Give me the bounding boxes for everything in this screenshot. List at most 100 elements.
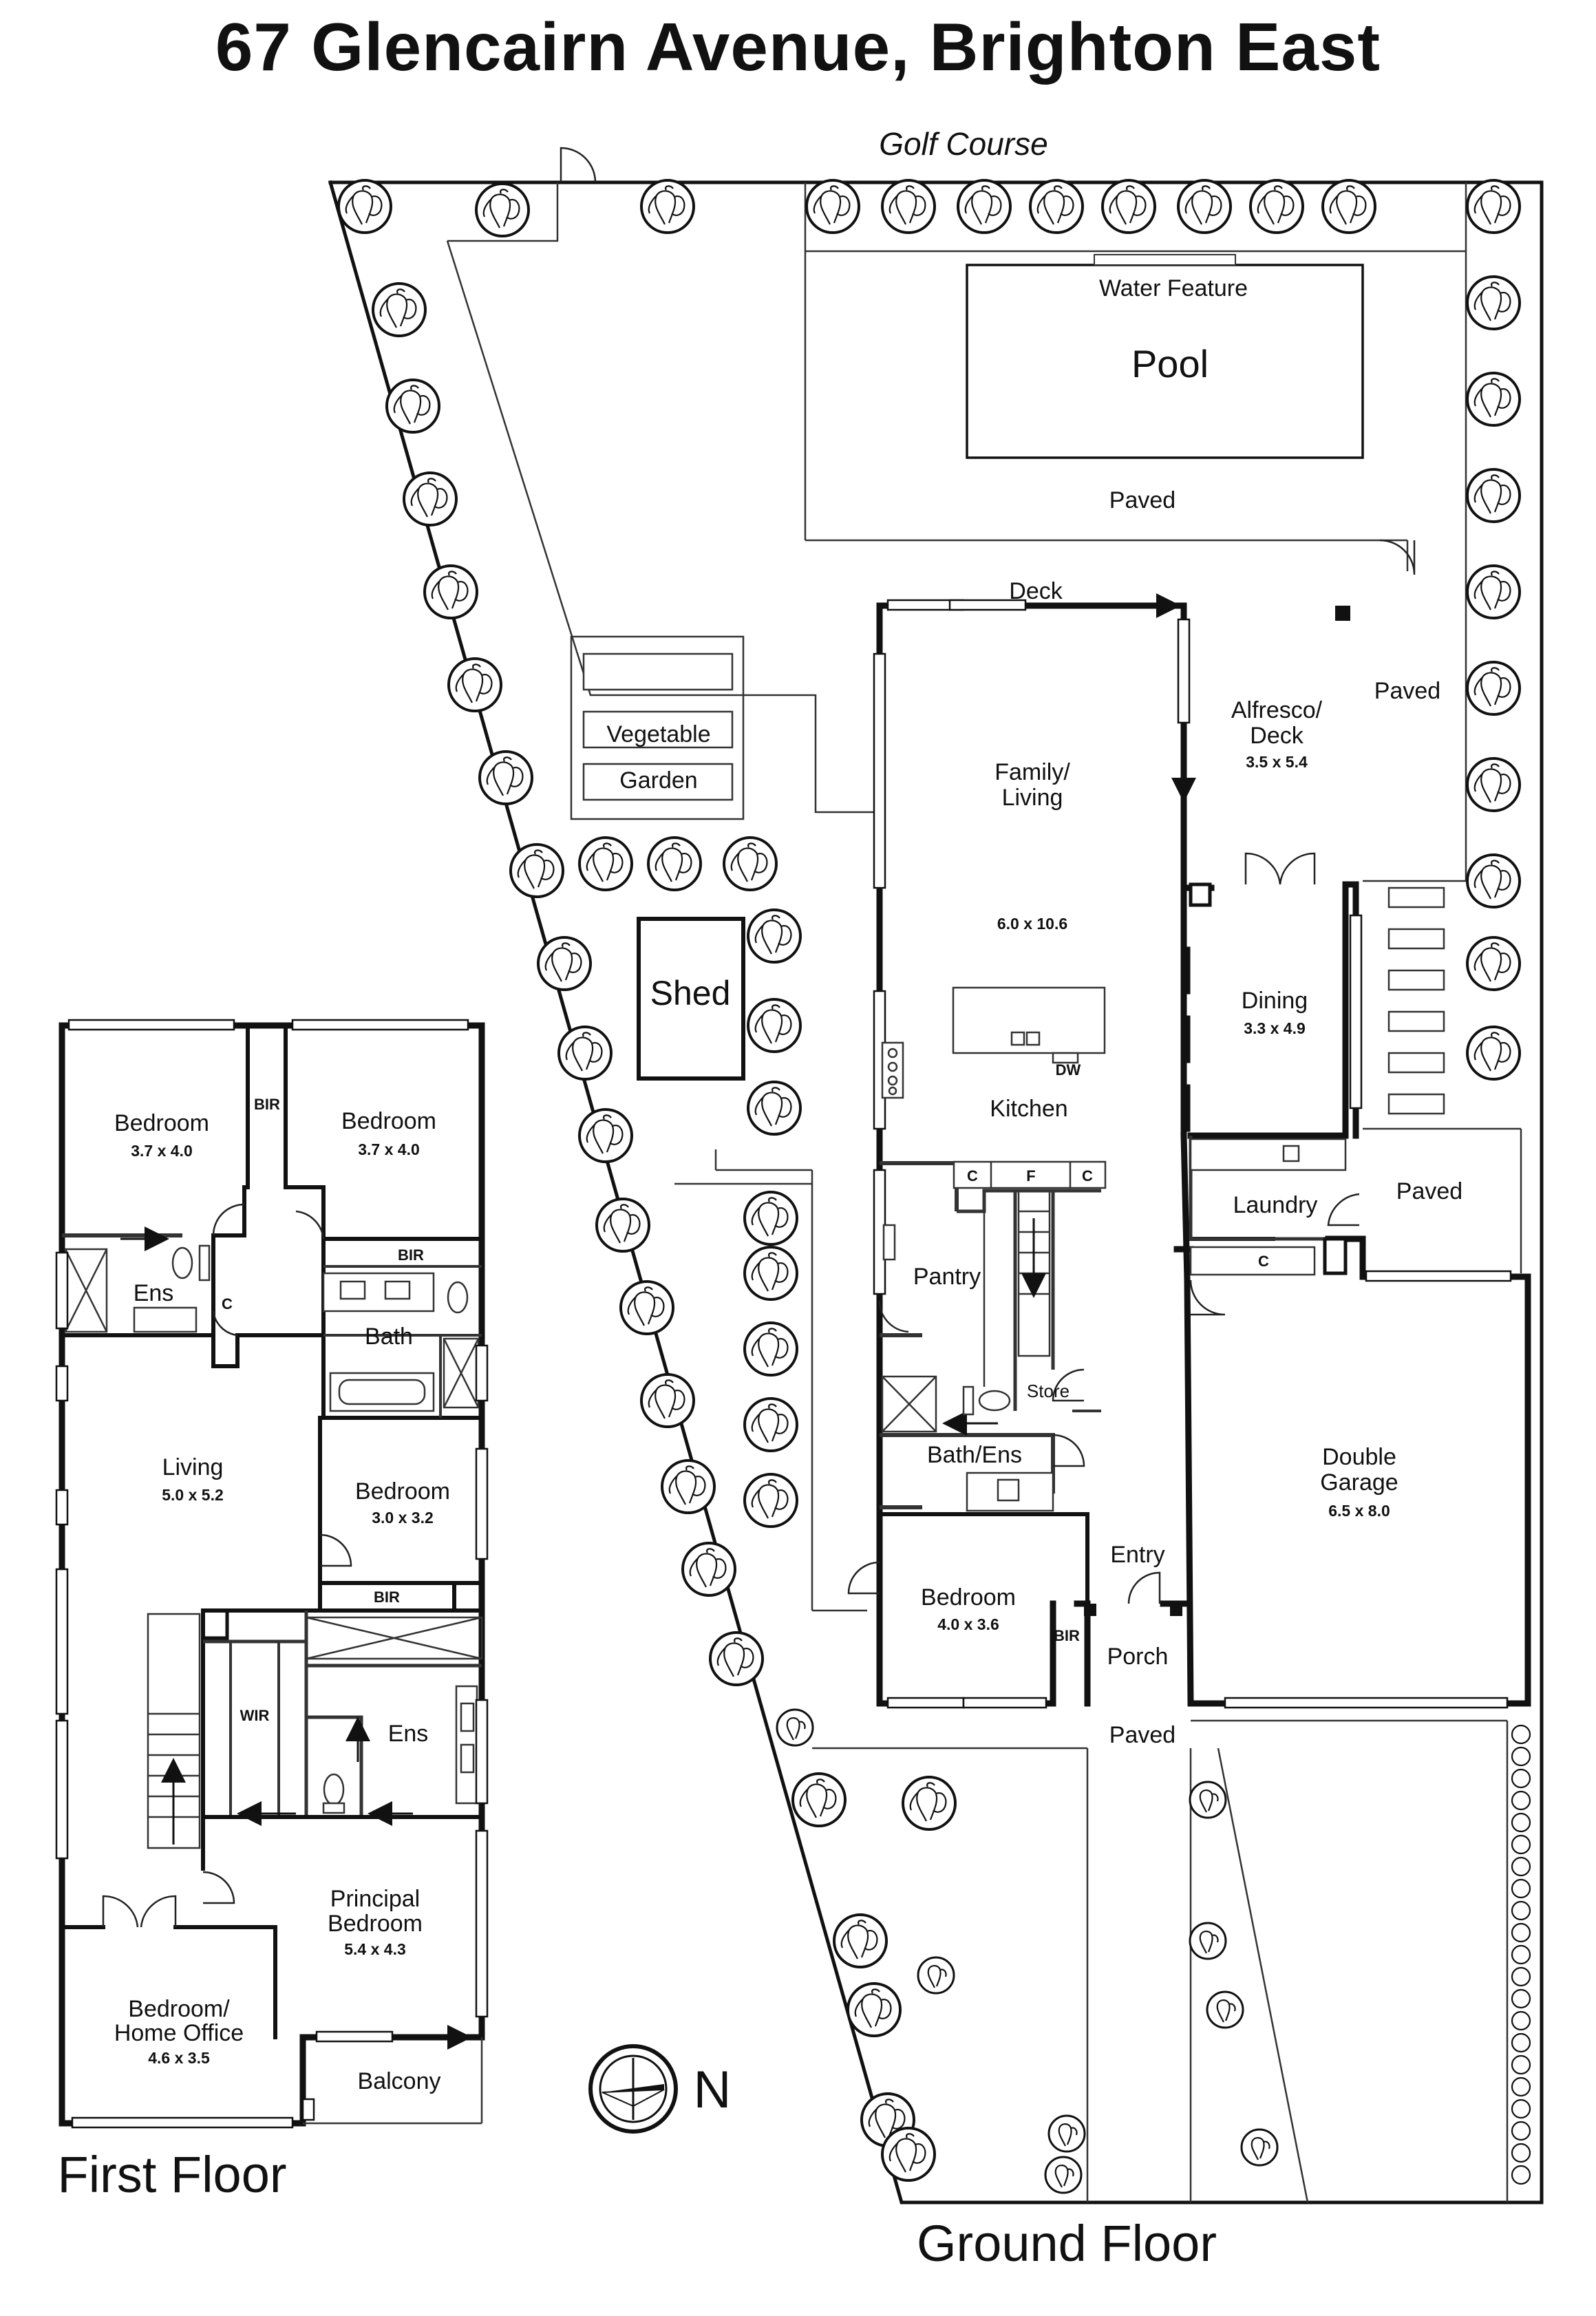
- tree-icon: [537, 936, 592, 991]
- ff-ens-name: Ens: [388, 1721, 429, 1747]
- tree-icon: [1321, 179, 1376, 234]
- tree-icon: [1189, 1922, 1227, 1960]
- tree-icon: [1466, 1026, 1521, 1081]
- tree-icon: [747, 909, 802, 964]
- hedge-shrub-icon: [1511, 1966, 1531, 1987]
- tree-icon: [640, 1373, 695, 1428]
- tree-icon: [1206, 1990, 1244, 2029]
- hedge-shrub-icon: [1511, 2121, 1531, 2141]
- tree-icon: [1466, 936, 1521, 991]
- hedge-shrub-icon: [1511, 2032, 1531, 2053]
- tree-icon: [385, 379, 440, 434]
- ff-bir-c-label: BIR: [374, 1589, 400, 1606]
- ff-office-dim: 4.6 x 3.5: [148, 2049, 210, 2067]
- tree-icon: [509, 843, 564, 898]
- tree-icon: [723, 836, 778, 891]
- hedge-shrub-icon: [1511, 1878, 1531, 1899]
- stairs-ground: [1017, 1189, 1051, 1357]
- vegetable-label: Vegetable: [606, 721, 710, 747]
- kitchen-f-label: F: [1026, 1167, 1035, 1184]
- hedge-shrub-icon: [1511, 1988, 1531, 2009]
- ground-bedroom-dim: 4.0 x 3.6: [937, 1615, 999, 1633]
- tree-icon: [403, 471, 458, 527]
- tree-icon: [619, 1280, 674, 1335]
- tree-icon: [557, 1026, 613, 1081]
- ff-ens-top-c: C: [222, 1295, 233, 1313]
- tree-icon: [372, 282, 427, 337]
- tree-icon: [1466, 853, 1521, 909]
- ff-balcony-name: Balcony: [358, 2068, 441, 2094]
- water-feature-shape: [1094, 254, 1236, 266]
- tree-icon: [1466, 564, 1521, 619]
- tree-icon: [578, 1108, 633, 1163]
- family-name-2: Living: [1002, 785, 1063, 811]
- laundry-name: Laundry: [1233, 1192, 1318, 1218]
- ground-bir-label: BIR: [1054, 1627, 1080, 1644]
- ff-bir-b-label: BIR: [398, 1246, 424, 1264]
- vegetable-garden: Vegetable Garden: [570, 635, 745, 820]
- garage-dim: 6.5 x 8.0: [1328, 1502, 1390, 1520]
- kitchen-c2-label: C: [1082, 1167, 1093, 1184]
- tree-icon: [743, 1191, 798, 1246]
- tree-icon: [1044, 2156, 1083, 2194]
- tree-icon: [447, 657, 502, 712]
- tree-icon: [902, 1776, 957, 1831]
- tree-icon: [1466, 372, 1521, 427]
- tree-icon: [791, 1772, 847, 1827]
- first-floor: Bedroom 3.7 x 4.0 BIR Bedroom 3.7 x 4.0 …: [55, 1019, 489, 2203]
- ff-office-name-2: Home Office: [114, 2020, 244, 2046]
- hedge-shrub-icon: [1511, 1922, 1531, 1943]
- tree-icon: [805, 179, 860, 234]
- ff-bedroom-c-dim: 3.0 x 3.2: [372, 1509, 434, 1527]
- tree-icon: [1466, 179, 1521, 234]
- kitchen-c1-label: C: [967, 1167, 978, 1184]
- hedge-shrub-icon: [1511, 2010, 1531, 2031]
- tree-icon: [743, 1321, 798, 1377]
- hedge-shrub-icon: [1511, 1944, 1531, 1965]
- tree-icon: [647, 836, 702, 891]
- hedge-shrub-icon: [1511, 2099, 1531, 2119]
- hedge-shrub-icon: [1511, 1812, 1531, 1833]
- paved-front-label: Paved: [1109, 1722, 1175, 1748]
- family-name-1: Family/: [994, 759, 1070, 785]
- tree-icon: [776, 1708, 814, 1747]
- golf-course-label: Golf Course: [879, 126, 1047, 162]
- garage-name-1: Double: [1322, 1444, 1396, 1470]
- ff-bedroom-c-name: Bedroom: [355, 1478, 450, 1505]
- tree-icon: [475, 182, 530, 237]
- ff-bedroom-a-name: Bedroom: [114, 1110, 209, 1136]
- deck-label: Deck: [1009, 578, 1063, 604]
- water-feature-label: Water Feature: [1099, 275, 1248, 301]
- ff-principal-dim: 5.4 x 4.3: [344, 1940, 406, 1958]
- tree-icon: [1047, 2114, 1086, 2153]
- ff-office-name-1: Bedroom/: [128, 1996, 230, 2022]
- family-dim: 6.0 x 10.6: [997, 915, 1067, 933]
- hedge-shrub-icon: [1511, 1900, 1531, 1921]
- ground-bedroom-name: Bedroom: [921, 1584, 1016, 1611]
- paver-slabs: [1387, 886, 1445, 1115]
- shed: Shed: [637, 917, 745, 1081]
- alfresco-name-1: Alfresco/: [1231, 697, 1323, 723]
- pantry-name: Pantry: [913, 1264, 981, 1290]
- ff-bedroom-b-dim: 3.7 x 4.0: [358, 1140, 420, 1158]
- ff-bedroom-b-name: Bedroom: [341, 1108, 436, 1134]
- trees: [337, 179, 1531, 2194]
- paved-pool-label: Paved: [1109, 487, 1175, 513]
- garage-name-2: Garage: [1320, 1469, 1398, 1496]
- paved-right-label: Paved: [1374, 678, 1440, 704]
- stairs-first: [147, 1613, 201, 1849]
- ff-bir-a-label: BIR: [254, 1096, 280, 1113]
- tree-icon: [743, 1473, 798, 1528]
- tree-icon: [1466, 468, 1521, 523]
- dining-dim: 3.3 x 4.9: [1244, 1019, 1306, 1037]
- laundry-c-label: C: [1258, 1253, 1269, 1270]
- ff-principal-name-2: Bedroom: [328, 1911, 423, 1937]
- tree-icon: [423, 564, 478, 619]
- tree-icon: [337, 179, 392, 234]
- tree-icon: [1240, 2128, 1279, 2167]
- ff-bedroom-a-dim: 3.7 x 4.0: [131, 1142, 193, 1160]
- tree-icon: [743, 1246, 798, 1301]
- hedge-shrub-icon: [1511, 1768, 1531, 1789]
- alfresco-dim: 3.5 x 5.4: [1246, 753, 1308, 771]
